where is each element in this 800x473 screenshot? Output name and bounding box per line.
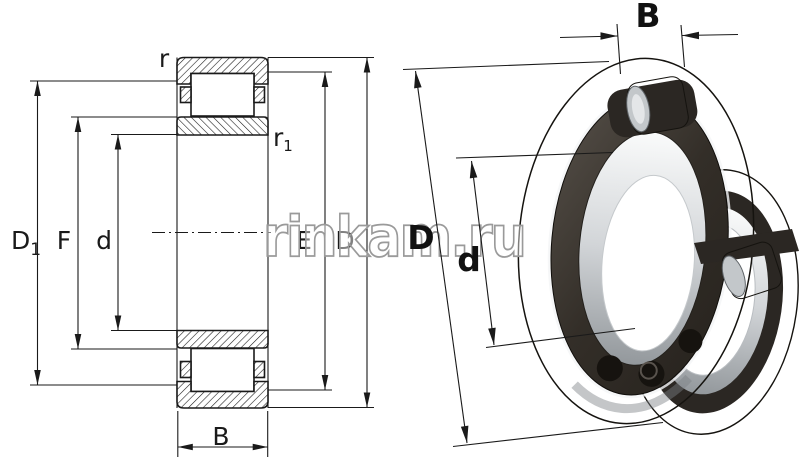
bore-opening bbox=[601, 174, 696, 352]
label-r1: r1 bbox=[273, 123, 293, 155]
dim-D bbox=[268, 56, 374, 409]
extension bbox=[452, 421, 664, 448]
arrowhead bbox=[363, 392, 371, 408]
iso-dims: B D d bbox=[402, 0, 739, 448]
dim-d bbox=[111, 133, 177, 332]
dim-label-F: F bbox=[57, 226, 71, 255]
arrowhead bbox=[460, 425, 471, 444]
inner-ring-top bbox=[176, 116, 269, 136]
arrowhead bbox=[74, 334, 82, 349]
shade-arc bbox=[526, 68, 746, 414]
arrowhead bbox=[114, 134, 122, 150]
outer-ring-bottom bbox=[176, 380, 269, 409]
dim-label-E: E bbox=[296, 226, 312, 255]
roller-pocket bbox=[638, 360, 665, 387]
arrowhead bbox=[411, 70, 422, 89]
extension bbox=[680, 24, 686, 68]
section-view: D1 F d E D B r r1 bbox=[11, 44, 374, 457]
top-roller-assembly bbox=[607, 76, 698, 138]
dim-label-D: D bbox=[335, 226, 354, 255]
dim-label-B: B bbox=[212, 422, 229, 451]
label-r: r bbox=[159, 44, 170, 73]
arrowhead bbox=[467, 160, 478, 179]
arrowhead bbox=[252, 443, 268, 451]
arrowhead bbox=[74, 117, 82, 132]
iso-view bbox=[517, 57, 799, 435]
extension bbox=[455, 151, 614, 159]
dim-d-3d bbox=[455, 151, 636, 349]
dim-label-d-3d: d bbox=[457, 240, 481, 279]
right-roller-end bbox=[721, 255, 746, 297]
dim-D1 bbox=[30, 80, 177, 386]
cage-top-left bbox=[179, 86, 192, 104]
extension bbox=[402, 60, 610, 71]
roller-pocket bbox=[596, 355, 623, 382]
roller-top bbox=[190, 72, 255, 117]
arrowhead bbox=[114, 315, 122, 331]
dim-D-3d bbox=[402, 60, 664, 448]
dim-B-3d bbox=[559, 23, 739, 75]
inner-ring-bottom bbox=[176, 329, 269, 349]
outer-ring-top bbox=[176, 56, 269, 85]
arrowhead bbox=[488, 327, 498, 346]
dim-label-D-3d: D bbox=[407, 218, 434, 257]
watermark-text: rinkam.ru bbox=[263, 205, 525, 270]
arrowhead bbox=[363, 57, 371, 73]
extension bbox=[616, 23, 622, 75]
dim-label-B-3d: B bbox=[635, 0, 660, 35]
dim-E bbox=[268, 71, 332, 391]
dim-B bbox=[177, 411, 269, 457]
right-roller-assembly bbox=[721, 241, 782, 300]
arrowhead bbox=[34, 81, 41, 96]
arrowhead bbox=[177, 443, 193, 451]
arrowhead bbox=[682, 31, 699, 40]
highlight-arc bbox=[527, 69, 745, 413]
dim-line bbox=[470, 160, 495, 346]
dim-line bbox=[414, 70, 468, 444]
arrowhead bbox=[321, 72, 329, 87]
top-roller-end-core bbox=[631, 94, 645, 124]
cage-top-right bbox=[253, 86, 266, 104]
cage-bottom-right bbox=[253, 360, 266, 379]
roller-pocket-highlight bbox=[639, 361, 658, 380]
extension bbox=[485, 327, 636, 349]
arrowhead bbox=[600, 32, 618, 40]
roller-bottom bbox=[190, 347, 255, 393]
arrowhead bbox=[321, 375, 329, 390]
dim-label-D1: D1 bbox=[11, 226, 41, 260]
roller-pocket bbox=[678, 329, 703, 354]
outer-ring-3d bbox=[517, 57, 755, 425]
arrowhead bbox=[34, 370, 41, 385]
dim-F bbox=[71, 116, 177, 350]
dim-label-d: d bbox=[96, 226, 112, 255]
cage-bottom-left bbox=[179, 360, 192, 379]
